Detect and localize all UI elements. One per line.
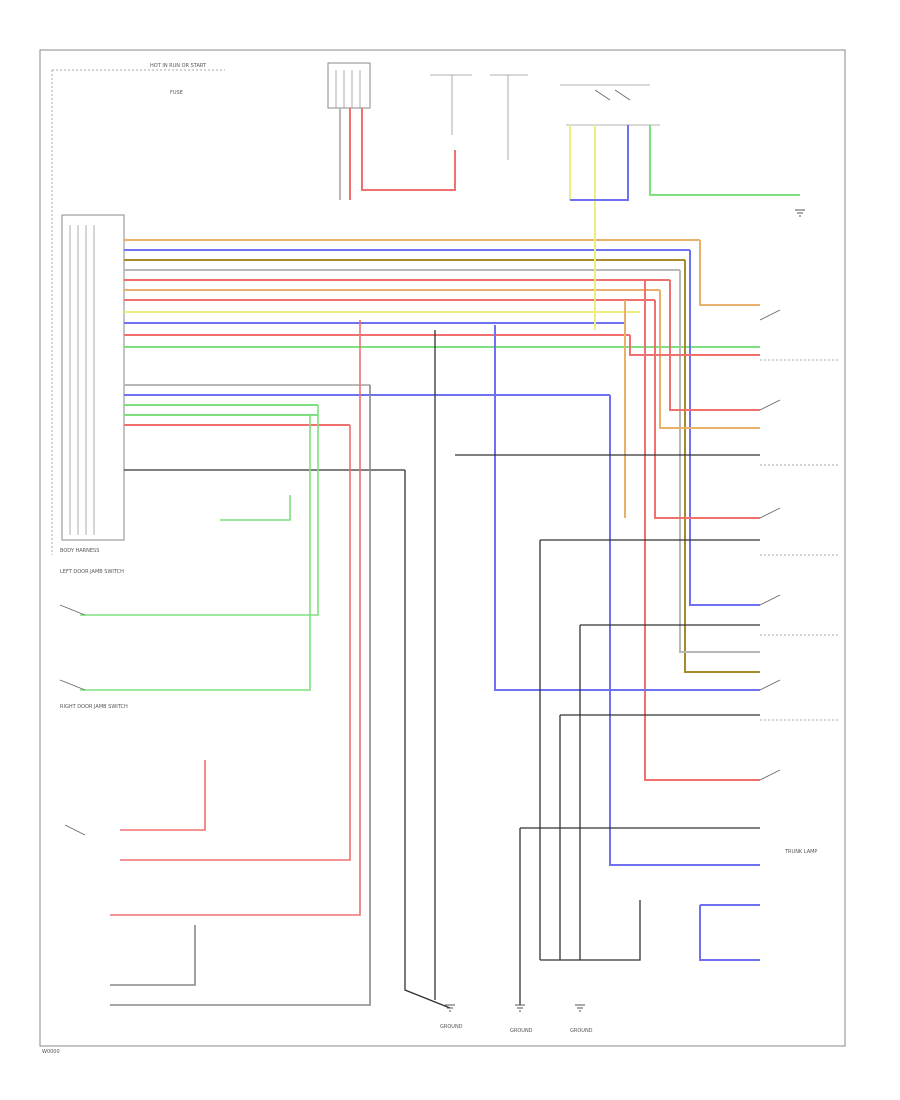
- wire-brown-drop: [684, 260, 760, 673]
- harness-boundary: [51, 69, 225, 555]
- wire-blue2-drop: [609, 395, 760, 866]
- junction-connector: [61, 214, 125, 541]
- top-connector-pins: [335, 70, 361, 108]
- wire-blue-drop: [689, 250, 760, 606]
- label-door-jam-left: LEFT DOOR JAMB SWITCH: [60, 569, 124, 575]
- label-ground-left: GROUND: [440, 1024, 463, 1030]
- wire-red2-drop: [654, 300, 760, 519]
- fuse-feed: [451, 75, 509, 160]
- vertical-wires: [494, 240, 760, 866]
- ground-icon: [445, 209, 805, 1012]
- wire-red-drop: [669, 280, 760, 411]
- wire-blue-hook: [494, 325, 760, 691]
- label-harness: BODY HARNESS: [60, 548, 99, 554]
- wire-tan2-drop: [659, 290, 760, 429]
- wire-gray-drop: [679, 270, 760, 653]
- switch-icon: [59, 89, 781, 836]
- ground-wires: [404, 330, 760, 1009]
- diagram-frame: [39, 49, 846, 1047]
- label-fuse-left: FUSE: [170, 90, 183, 96]
- wire-red-long: [644, 280, 760, 781]
- label-code: W0000: [42, 1049, 60, 1055]
- top-connector: [327, 62, 371, 109]
- right-dashed-bounds: [760, 359, 840, 721]
- top-feeds: [339, 108, 800, 330]
- bus-wires: [124, 239, 760, 471]
- fuse-block: [430, 74, 660, 126]
- rear-blue-loop: [699, 904, 760, 961]
- label-ground-right: GROUND: [570, 1028, 593, 1034]
- label-door-jam-right: RIGHT DOOR JAMB SWITCH: [60, 704, 128, 710]
- left-lower-wires: [80, 320, 371, 1006]
- label-trunk-lamp: TRUNK LAMP: [784, 849, 817, 855]
- label-ground-mid: GROUND: [510, 1028, 533, 1034]
- label-top-left: HOT IN RUN OR START: [150, 63, 207, 69]
- junction-pins: [69, 225, 95, 535]
- wire-tan-drop: [699, 240, 760, 306]
- wire-red3-drop: [629, 335, 760, 356]
